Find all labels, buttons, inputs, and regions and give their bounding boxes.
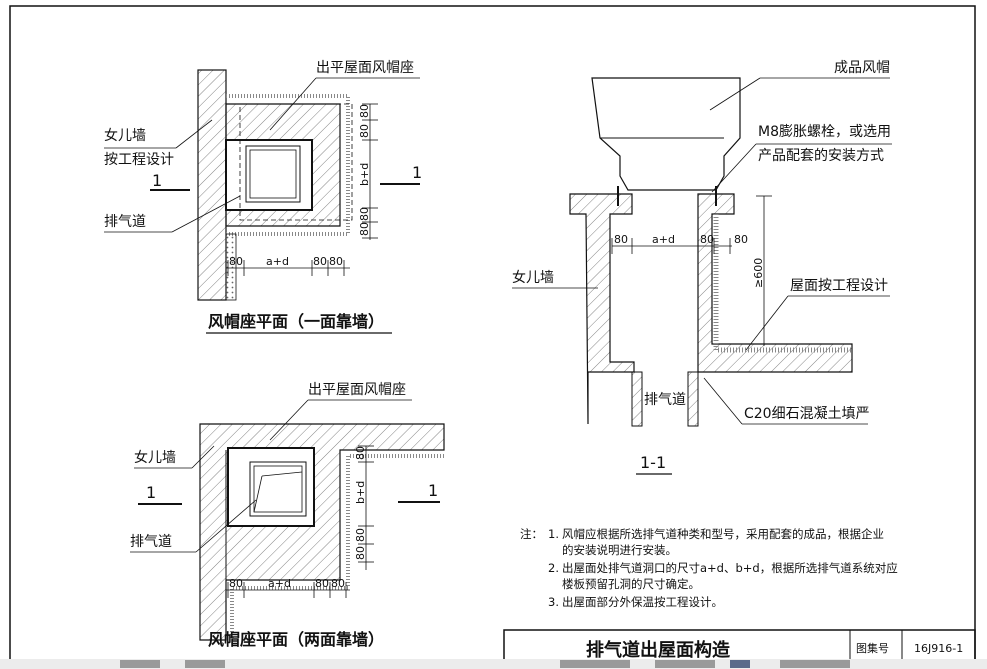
parapet-right: [697, 193, 853, 373]
note-3-line1: 出屋面部分外保温按工程设计。: [562, 595, 723, 609]
label-parapet-1: 女儿墙: [104, 127, 146, 144]
dim-80-mid-p2: 80: [354, 528, 367, 542]
plan-one-wall: 80 80 b+d 80 80 80 a+d 80 80 出平屋面风帽座 女儿墙…: [104, 60, 422, 334]
product-hood: [591, 77, 741, 191]
title-block-atlas-label: 图集号: [856, 641, 889, 655]
dim-80-left-p2: 80: [229, 577, 243, 590]
toolbar-block-4[interactable]: [655, 660, 715, 668]
section-mark-right-2: 1: [428, 481, 438, 500]
note-1-line2: 的安装说明进行安装。: [562, 543, 677, 557]
section-mark-left-1: 1: [152, 171, 162, 190]
dim-ad-2: a+d: [268, 577, 291, 590]
caption-section: 1-1: [640, 453, 666, 472]
sec-dim-80-r1: 80: [700, 233, 714, 246]
insulation-band-2: [230, 454, 444, 640]
sec-dim-ad: a+d: [652, 233, 675, 246]
section-1-1: 80 a+d 80 80 ≥600 成品风帽 M8膨胀螺栓，或选用 产品配套的安…: [512, 60, 892, 475]
title-block-title: 排气道出屋面构造: [586, 639, 730, 661]
title-block: 排气道出屋面构造 图集号 16J916-1: [503, 629, 976, 662]
label-exhaust-section: 排气道: [644, 392, 686, 408]
dim-80-bot-p2: 80: [354, 546, 367, 560]
note-1-line1: 风帽应根据所选排气道种类和型号，采用配套的成品，根据企业: [562, 527, 884, 541]
duct-wall-right: [687, 371, 699, 427]
exhaust-duct-inner-2: [253, 465, 303, 513]
label-exhaust-1: 排气道: [104, 214, 146, 230]
notes: 注： 1. 风帽应根据所选排气道种类和型号，采用配套的成品，根据企业 的安装说明…: [520, 527, 898, 609]
dim-80-left: 80: [229, 255, 243, 268]
toolbar-block-6[interactable]: [780, 660, 850, 668]
dim-bd-1: b+d: [358, 163, 371, 186]
label-concrete: C20细石混凝土填严: [744, 406, 870, 422]
exhaust-opening: [225, 139, 313, 211]
note-1-num: 1.: [548, 527, 559, 541]
sec-dim-80-r2: 80: [734, 233, 748, 246]
toolbar-block-1[interactable]: [120, 660, 160, 668]
dim-80-r2-p2: 80: [331, 577, 345, 590]
dim-80-r1: 80: [313, 255, 327, 268]
sec-dim-80-left: 80: [614, 233, 628, 246]
note-2-line2: 楼板预留孔洞的尺寸确定。: [562, 577, 700, 591]
label-exhaust-2: 排气道: [130, 534, 172, 550]
note-2-num: 2.: [548, 561, 559, 575]
dim-80-r1-p2: 80: [315, 577, 329, 590]
dim-bd-2: b+d: [354, 481, 367, 504]
exhaust-opening-2: [227, 447, 315, 527]
label-hood-seat-1: 出平屋面风帽座: [316, 60, 414, 76]
parapet-left: [569, 193, 635, 425]
title-block-atlas-number: 16J916-1: [914, 642, 963, 655]
dim-80-top-2: 80: [358, 124, 371, 138]
toolbar-block-2[interactable]: [185, 660, 225, 668]
section-mark-right-1: 1: [412, 163, 422, 182]
section-mark-left-2: 1: [146, 483, 156, 502]
note-2-line1: 出屋面处排气道洞口的尺寸a+d、b+d，根据所选排气道系统对应: [562, 561, 898, 575]
toolbar-block-3[interactable]: [560, 660, 630, 668]
hood-outline-dashed: [239, 103, 353, 221]
notes-prefix: 注：: [520, 527, 543, 541]
dim-ad-1: a+d: [266, 255, 289, 268]
exhaust-duct: [245, 145, 301, 203]
insulation-band: [226, 94, 350, 236]
label-parapet-design-1: 按工程设计: [104, 152, 174, 168]
toolbar-block-5[interactable]: [730, 660, 750, 668]
caption-plan-2: 风帽座平面（两面靠墙）: [208, 630, 384, 649]
section-insulation: [713, 214, 852, 353]
dim-80-bot-2: 80: [358, 222, 371, 236]
label-parapet-section: 女儿墙: [512, 269, 554, 286]
sec-dim-600: ≥600: [752, 258, 765, 288]
duct-wall-left: [631, 371, 643, 427]
parapet-wall: [197, 69, 227, 301]
dim-80-top-1: 80: [358, 104, 371, 118]
exhaust-duct-inner: [249, 149, 297, 199]
label-roof: 屋面按工程设计: [790, 278, 888, 294]
label-hood-seat-2: 出平屋面风帽座: [308, 382, 406, 398]
caption-plan-1: 风帽座平面（一面靠墙）: [208, 312, 384, 331]
note-3-num: 3.: [548, 595, 559, 609]
label-bolt-1: M8膨胀螺栓，或选用: [758, 123, 891, 140]
dim-80-top-p2: 80: [354, 446, 367, 460]
dim-80-bot-1: 80: [358, 207, 371, 221]
exhaust-duct-2: [249, 461, 307, 517]
plan-two-walls: 80 b+d 80 80 80 a+d 80 80 出平屋面风帽座 女儿墙 排气…: [130, 382, 445, 649]
label-parapet-2: 女儿墙: [134, 449, 176, 466]
label-bolt-2: 产品配套的安装方式: [758, 148, 884, 164]
label-hood: 成品风帽: [834, 60, 890, 76]
viewer-toolbar: [0, 659, 987, 669]
dim-80-r2: 80: [329, 255, 343, 268]
parapet-wall-lower: [225, 233, 237, 301]
